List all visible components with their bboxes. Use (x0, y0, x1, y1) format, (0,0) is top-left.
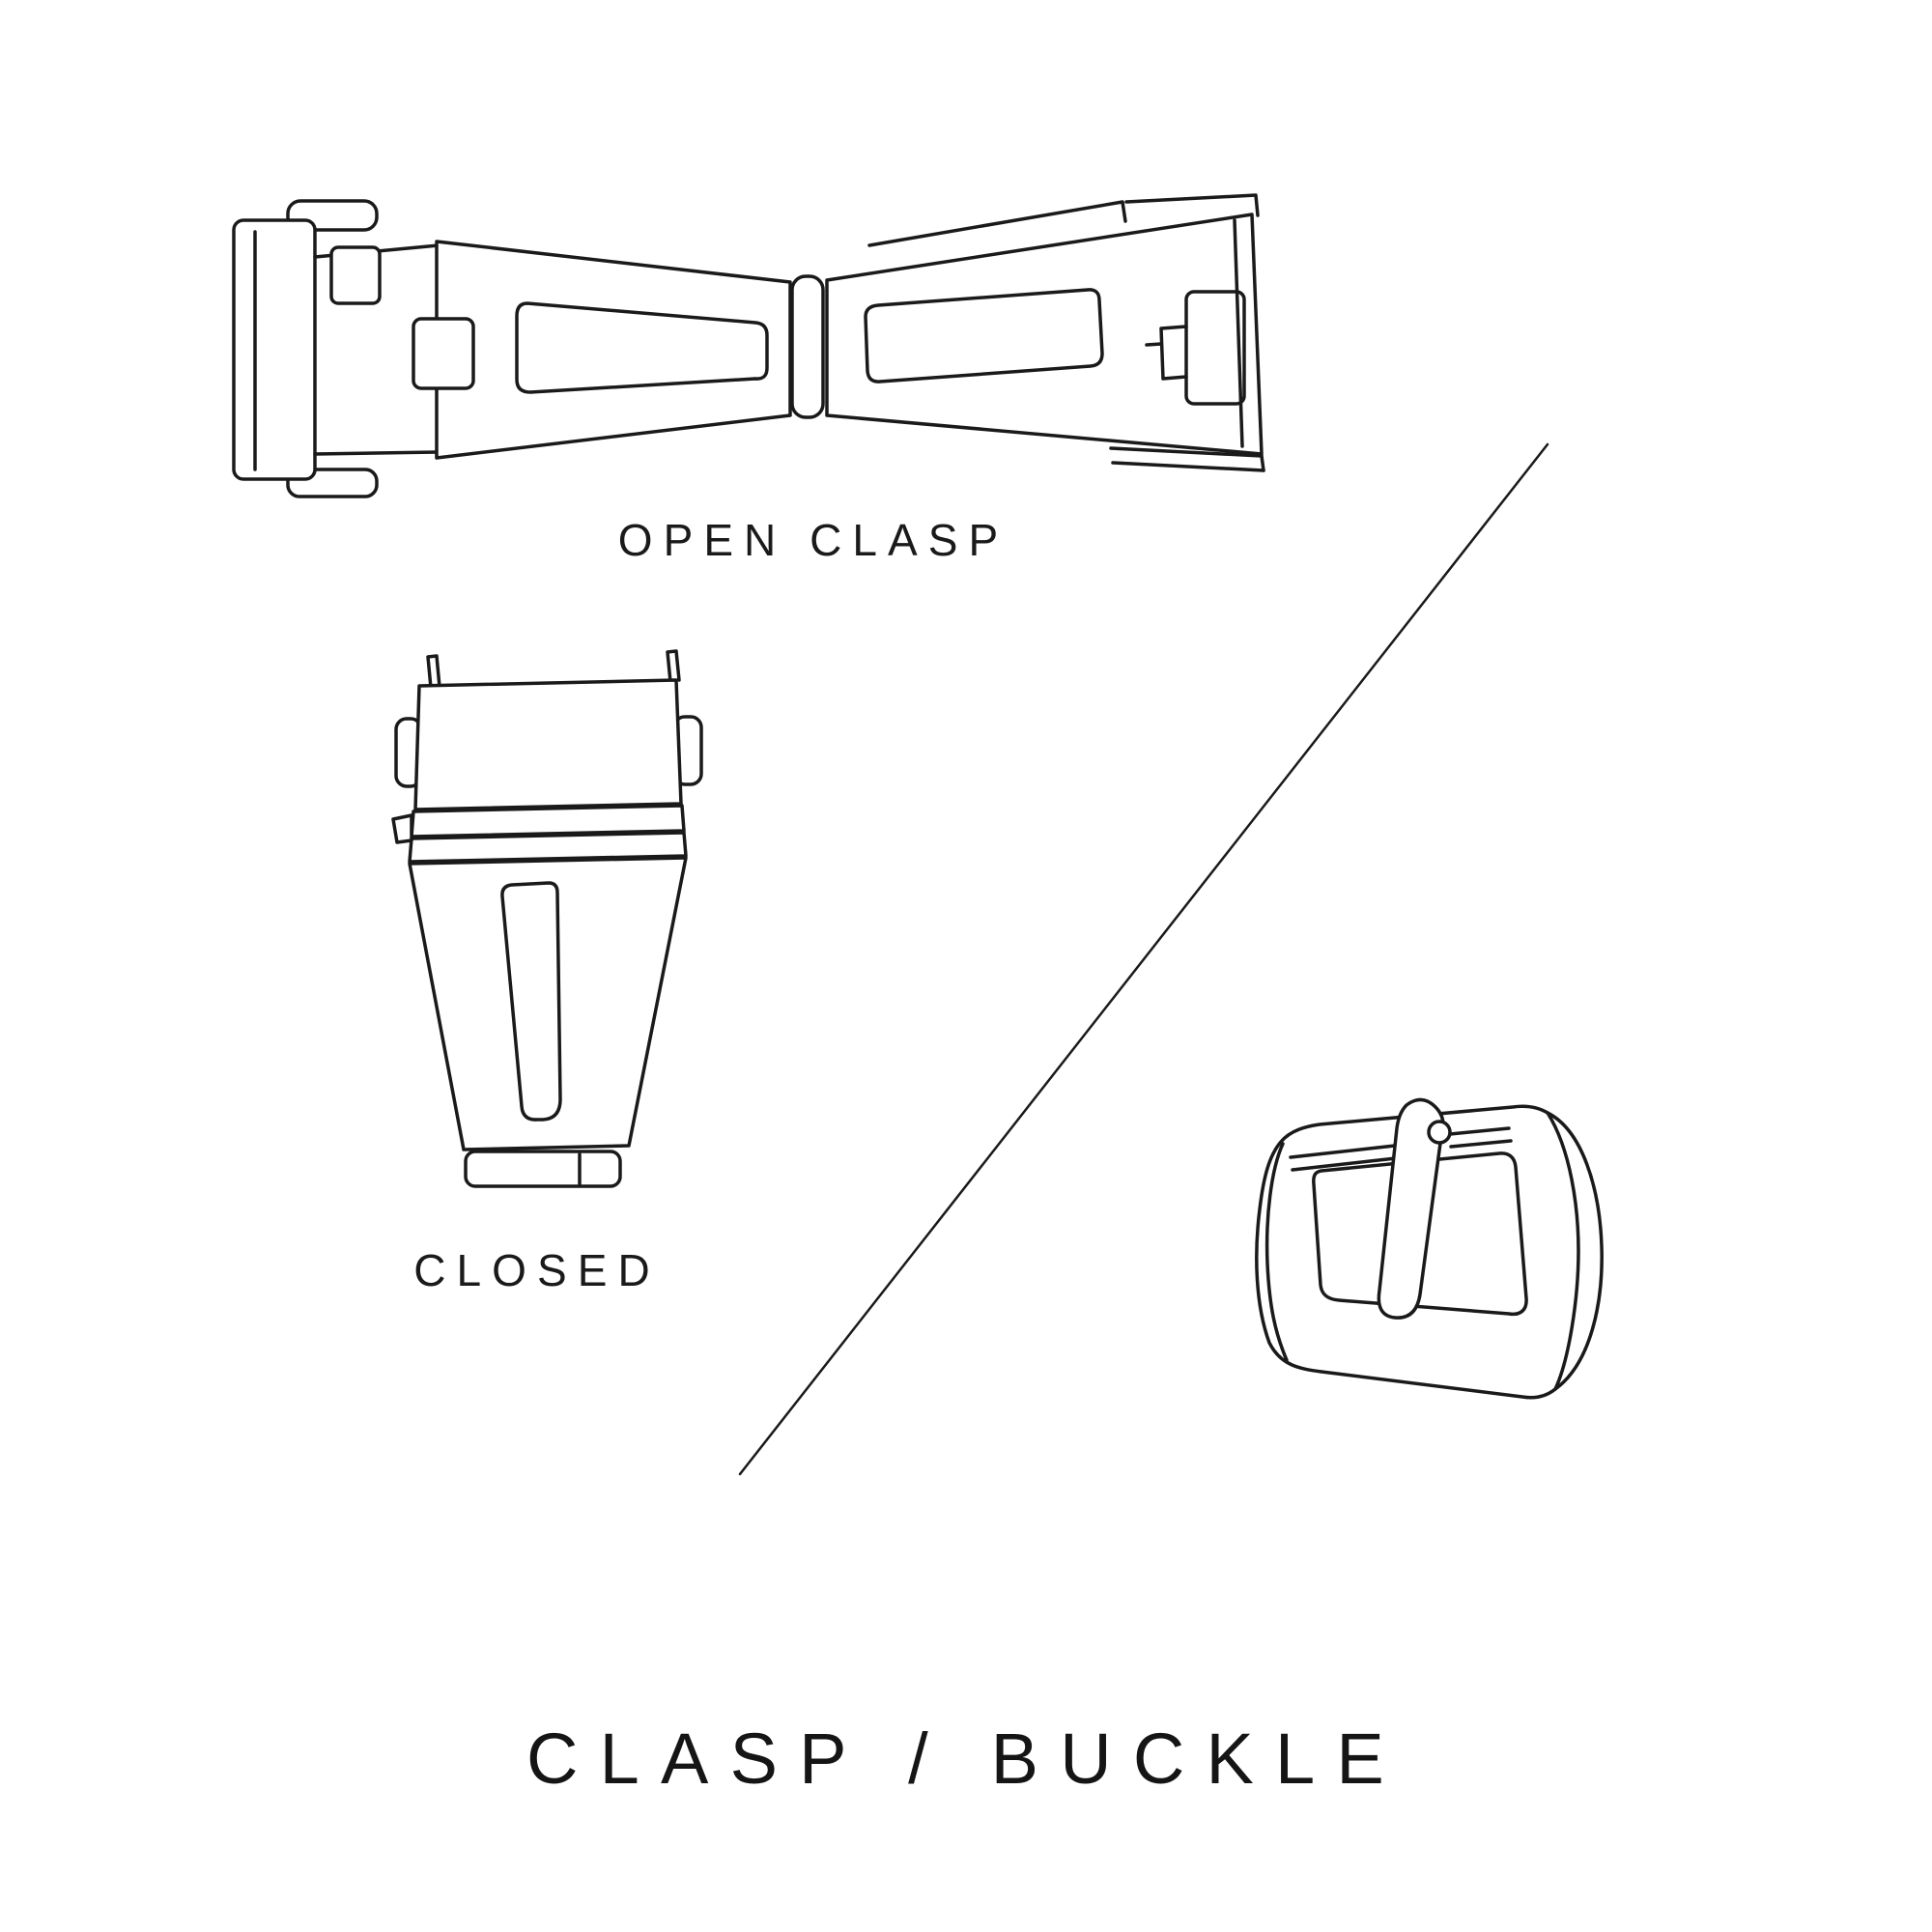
closed-clasp-illustration (391, 649, 703, 1188)
buckle-illustration (1255, 1097, 1604, 1400)
open-clasp-illustration (232, 193, 1265, 498)
page-title: CLASP / BUCKLE (526, 1719, 1406, 1799)
open-clasp-label: OPEN CLASP (617, 515, 1009, 565)
closed-clasp-label: CLOSED (413, 1245, 661, 1295)
divider-line (738, 442, 1549, 1476)
